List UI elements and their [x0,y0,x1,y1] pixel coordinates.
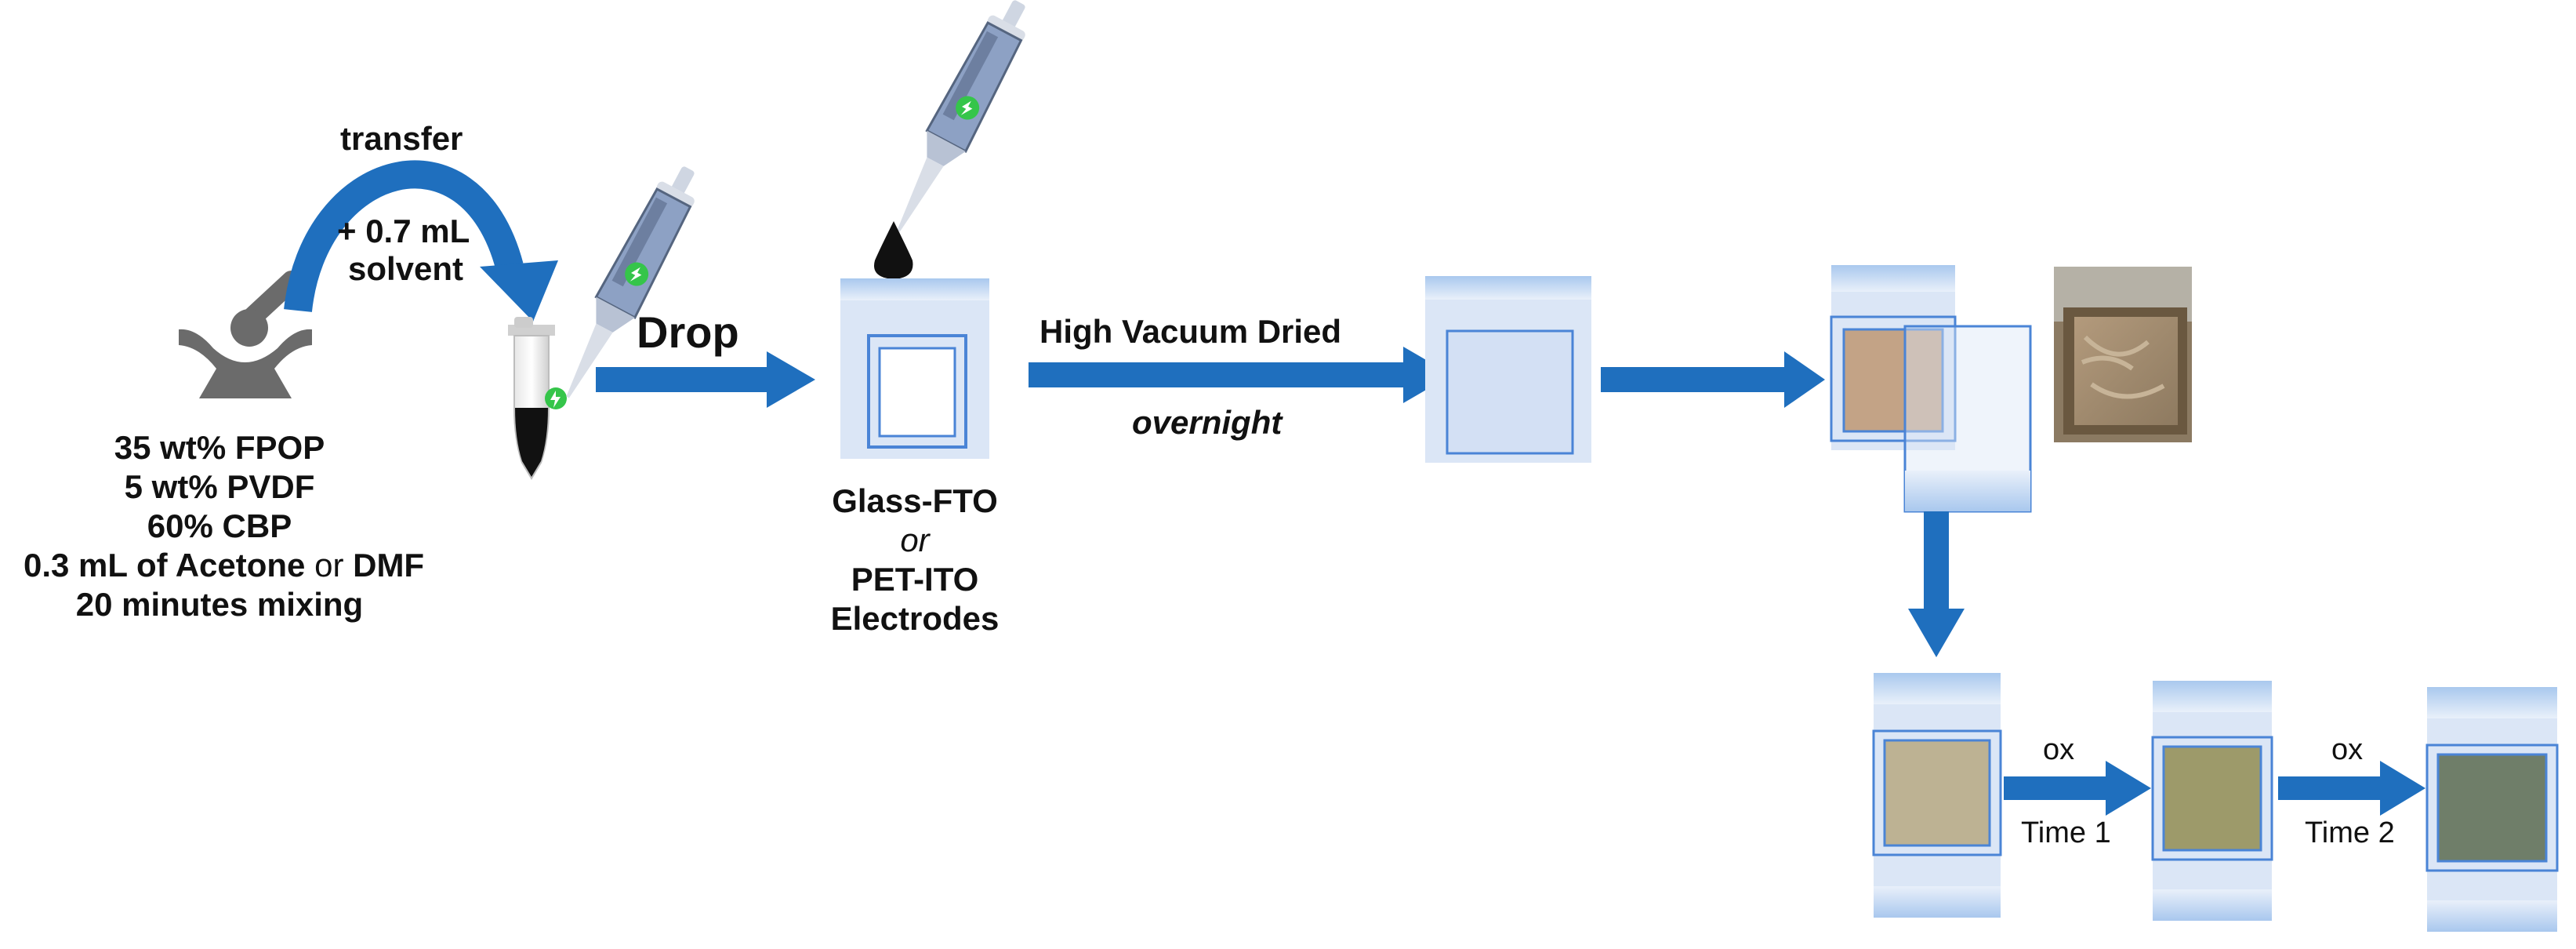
recipe-pvdf: 5 wt% PVDF [124,468,315,505]
recipe-mixing-time: 20 minutes mixing [75,586,364,623]
ox-label-2: ox [2331,733,2364,766]
ox-arrow-2 [2278,761,2425,816]
electrode-dried [1425,276,1591,463]
ox-label-1: ox [2043,733,2075,766]
drop-arrow [596,351,815,408]
transfer-label: transfer [340,120,463,157]
electrode-ox-initial [1872,673,2002,918]
electrode-pet-ito: PET-ITO [851,561,979,598]
pipette-icon [877,0,1041,243]
electrode-or: or [900,522,930,558]
assembled-cell [1830,265,2032,513]
film-photo [2054,267,2192,442]
electrode-caption: Glass-FTO or PET-ITO Electrodes [809,482,1021,638]
recipe-cbp: 60% CBP [147,507,292,544]
ink-drop-icon [874,221,913,279]
ox-time-label-2: Time 2 [2305,816,2395,849]
assembly-arrow [1601,351,1825,408]
recipe-solvent-or: or [305,547,354,584]
ox-arrow-1 [2004,761,2151,816]
mixing-recipe: 35 wt% FPOP 5 wt% PVDF 60% CBP 0.3 mL of… [24,428,424,624]
drop-label: Drop [637,307,739,357]
drying-time-label: overnight [1132,404,1283,441]
electrode-electrodes: Electrodes [830,600,1000,637]
electrode-blank [840,278,989,459]
down-arrow [1908,511,1965,657]
electrode-glass-fto: Glass-FTO [832,482,998,519]
recipe-solvent-dmf: DMF [353,547,425,584]
recipe-solvent-acetone: 0.3 mL of Acetone [24,547,306,584]
transfer-arrow [284,160,558,322]
drying-label: High Vacuum Dried [1039,313,1342,350]
recipe-fpop: 35 wt% FPOP [114,429,325,466]
microtube-icon [508,317,567,480]
mortar-pestle-icon [179,271,312,398]
ox-time-label-1: Time 1 [2021,816,2111,849]
electrode-ox-time2 [2425,687,2559,932]
solvent-label: solvent [348,250,464,287]
recipe-solvent: 0.3 mL of Acetone or DMF [24,546,424,585]
drying-arrow [1029,347,1452,403]
solvent-amount-label: + 0.7 mL [337,213,470,249]
electrode-ox-time1 [2151,681,2273,921]
